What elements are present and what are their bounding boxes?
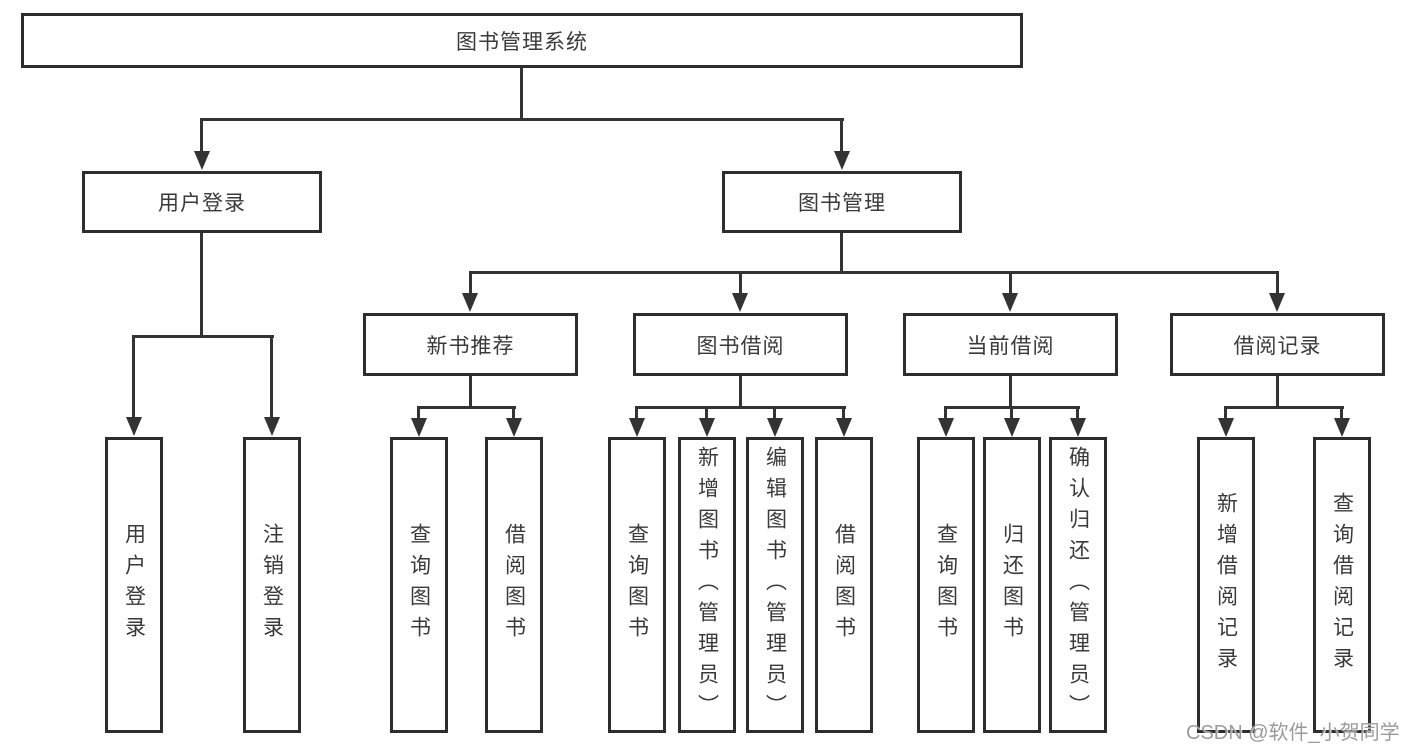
node-leaf-query-books: 查询图书	[390, 437, 448, 733]
arrowhead-down-icon	[732, 293, 748, 312]
node-label: 编辑图书（管理员）	[763, 445, 787, 725]
arrowhead-down-icon	[1004, 418, 1020, 437]
connector-line	[1076, 406, 1079, 420]
node-label: 当前借阅	[966, 334, 1055, 358]
connector-line	[1009, 271, 1012, 295]
connector-line	[512, 406, 515, 420]
connector-line	[739, 271, 742, 295]
node-leaf-query-borrow-record: 查询借阅记录	[1313, 437, 1371, 733]
arrowhead-down-icon	[194, 151, 210, 170]
node-book-management: 图书管理	[722, 171, 962, 233]
arrowhead-down-icon	[1070, 418, 1086, 437]
node-label: 归还图书	[1000, 523, 1024, 647]
connector-line	[739, 376, 742, 409]
node-book-borrow: 图书借阅	[633, 313, 848, 376]
arrowhead-down-icon	[767, 418, 783, 437]
node-current-borrow: 当前借阅	[903, 313, 1118, 376]
arrowhead-down-icon	[1269, 293, 1285, 312]
node-leaf-edit-books-admin: 编辑图书（管理员）	[746, 437, 804, 733]
connector-line	[469, 271, 472, 295]
node-label: 图书借阅	[696, 334, 785, 358]
node-root-system: 图书管理系统	[21, 13, 1023, 68]
connector-line	[1276, 271, 1279, 295]
node-label: 图书管理	[798, 192, 886, 215]
node-user-login: 用户登录	[82, 171, 322, 233]
node-label: 新书推荐	[426, 334, 515, 358]
node-leaf-return-books: 归还图书	[983, 437, 1041, 733]
node-label: 查询图书	[625, 523, 649, 647]
arrowhead-down-icon	[629, 418, 645, 437]
connector-line	[200, 118, 844, 121]
connector-line	[469, 376, 472, 409]
arrowhead-down-icon	[699, 418, 715, 437]
connector-line	[1224, 406, 1344, 409]
arrowhead-down-icon	[264, 417, 280, 436]
arrowhead-down-icon	[462, 293, 478, 312]
node-leaf-logout: 注销登录	[243, 437, 301, 733]
arrowhead-down-icon	[1002, 293, 1018, 312]
connector-line	[200, 233, 203, 338]
connector-line	[417, 406, 516, 409]
node-label: 图书管理系统	[456, 30, 588, 54]
node-borrow-records: 借阅记录	[1170, 313, 1385, 376]
connector-line	[944, 406, 947, 420]
connector-line	[132, 335, 274, 338]
node-label: 查询图书	[934, 523, 958, 647]
node-leaf-confirm-return-admin: 确认归还（管理员）	[1049, 437, 1107, 733]
arrowhead-down-icon	[938, 418, 954, 437]
connector-line	[842, 406, 845, 420]
node-label: 新增借阅记录	[1214, 492, 1238, 678]
node-label: 注销登录	[260, 523, 284, 647]
connector-line	[132, 335, 135, 419]
node-label: 查询借阅记录	[1330, 492, 1354, 678]
node-leaf-borrow-books: 借阅图书	[485, 437, 543, 733]
node-label: 借阅图书	[832, 523, 856, 647]
arrowhead-down-icon	[1218, 418, 1234, 437]
connector-line	[1009, 376, 1012, 409]
node-label: 确认归还（管理员）	[1066, 445, 1090, 725]
node-label: 用户登录	[122, 523, 146, 647]
connector-line	[520, 68, 523, 120]
connector-line	[840, 118, 843, 153]
connector-line	[635, 406, 846, 409]
node-leaf-add-borrow-record: 新增借阅记录	[1197, 437, 1255, 733]
connector-line	[773, 406, 776, 420]
connector-line	[705, 406, 708, 420]
arrowhead-down-icon	[1334, 418, 1350, 437]
node-label: 新增图书（管理员）	[695, 445, 719, 725]
connector-line	[1010, 406, 1013, 420]
node-leaf-add-books-admin: 新增图书（管理员）	[678, 437, 736, 733]
node-leaf-borrow-books-2: 借阅图书	[815, 437, 873, 733]
arrowhead-down-icon	[506, 418, 522, 437]
arrowhead-down-icon	[411, 418, 427, 437]
connector-line	[1276, 376, 1279, 409]
arrowhead-down-icon	[126, 417, 142, 436]
connector-line	[417, 406, 420, 420]
node-label: 借阅记录	[1233, 334, 1322, 358]
node-label: 用户登录	[158, 192, 246, 215]
arrowhead-down-icon	[836, 418, 852, 437]
connector-line	[635, 406, 638, 420]
node-label: 借阅图书	[502, 523, 526, 647]
node-new-book-recommend: 新书推荐	[363, 313, 578, 376]
node-leaf-query-books-2: 查询图书	[608, 437, 666, 733]
arrowhead-down-icon	[834, 151, 850, 170]
csdn-watermark: CSDN @软件_小贺同学	[1186, 722, 1400, 744]
connector-line	[840, 233, 843, 274]
node-label: 查询图书	[407, 523, 431, 647]
connector-line	[200, 118, 203, 153]
connector-line	[1340, 406, 1343, 420]
node-leaf-query-books-3: 查询图书	[917, 437, 975, 733]
connector-line	[469, 271, 1279, 274]
connector-line	[1224, 406, 1227, 420]
node-leaf-user-login: 用户登录	[105, 437, 163, 733]
connector-line	[270, 335, 273, 419]
